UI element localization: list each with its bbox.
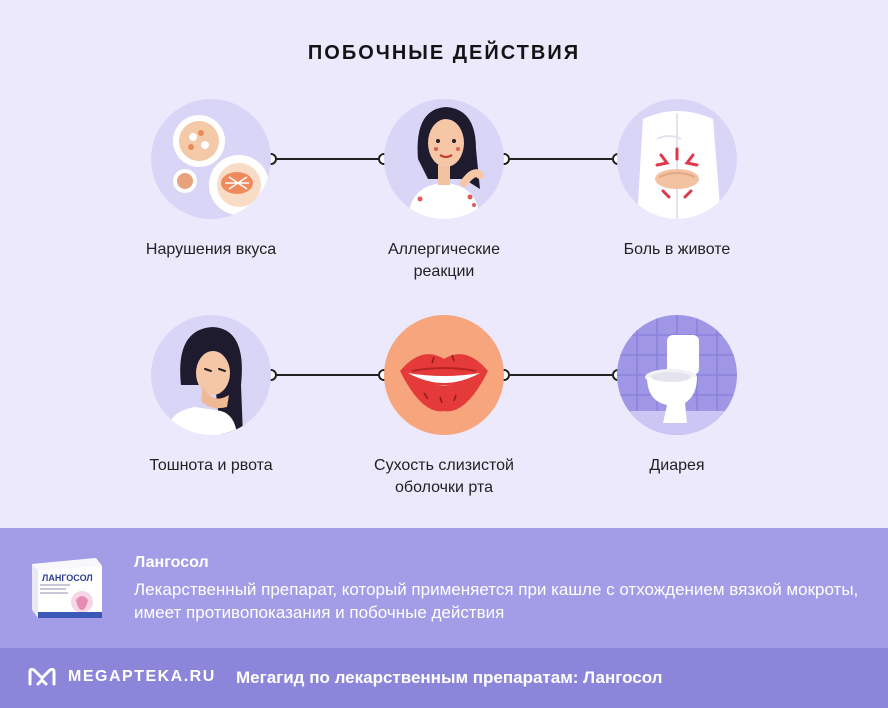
dry-lips-icon <box>384 315 504 435</box>
side-effect-taste: Нарушения вкуса <box>101 99 321 261</box>
connector-line <box>271 158 384 160</box>
stomach-pain-icon <box>617 99 737 219</box>
connector-line <box>504 374 618 376</box>
drug-name: Лангосол <box>134 554 209 571</box>
footer-caption: Мегагид по лекарственным препаратам: Лан… <box>236 668 663 687</box>
food-plates-icon <box>151 99 271 219</box>
side-effect-label: Сухость слизистой оболочки рта <box>374 457 514 496</box>
connector-line <box>271 374 384 376</box>
side-effect-label: Диарея <box>649 457 705 474</box>
drug-info-band <box>0 528 888 648</box>
side-effect-label: Боль в животе <box>623 241 731 258</box>
drug-description: Лекарственный препарат, который применяе… <box>134 580 859 622</box>
page-title: ПОБОЧНЫЕ ДЕЙСТВИЯ <box>307 42 581 64</box>
connector-line <box>504 158 618 160</box>
toilet-icon <box>617 315 737 435</box>
megapteka-logo-icon <box>28 666 56 688</box>
side-effect-stomach: Боль в животе <box>567 99 787 261</box>
side-effect-allergy: Аллергические реакции <box>334 99 554 283</box>
side-effect-dry-mouth: Сухость слизистой оболочки рта <box>334 315 554 499</box>
drug-package-image: ЛАНГОСОЛ <box>28 556 104 618</box>
side-effect-nausea: Тошнота и рвота <box>101 315 321 477</box>
allergic-woman-icon <box>384 99 504 219</box>
package-label: ЛАНГОСОЛ <box>42 573 93 583</box>
footer-bar <box>0 648 888 708</box>
side-effect-diarrhea: Диарея <box>567 315 787 477</box>
side-effect-label: Тошнота и рвота <box>149 457 273 474</box>
side-effect-label: Аллергические реакции <box>388 241 500 280</box>
brand-name[interactable]: MEGAPTEKA.RU <box>68 668 216 685</box>
side-effect-label: Нарушения вкуса <box>145 241 277 258</box>
nauseous-woman-icon <box>151 315 271 435</box>
